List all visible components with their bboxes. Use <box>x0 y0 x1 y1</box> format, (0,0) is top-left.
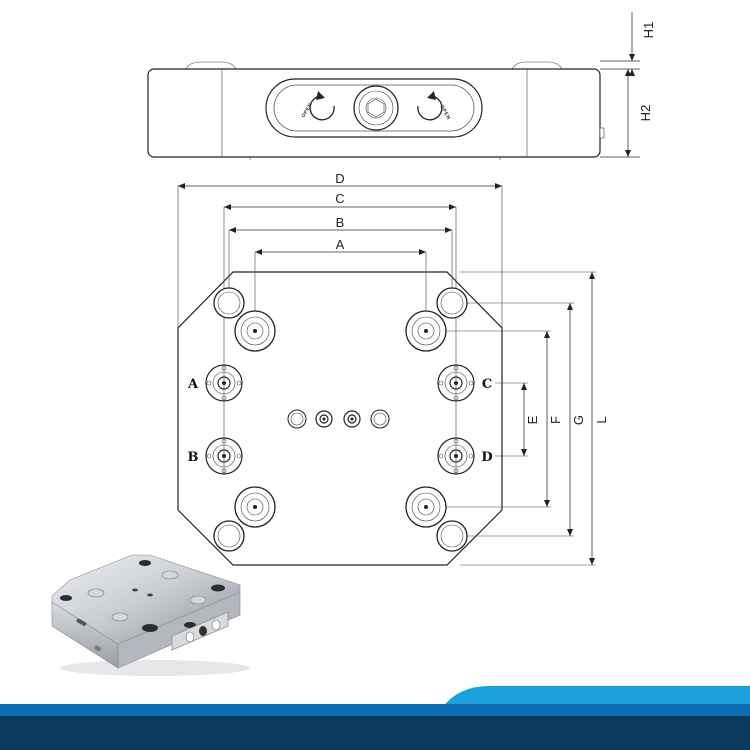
dim-b: B <box>336 215 345 230</box>
dim-g: G <box>571 415 586 425</box>
pin-label-a: A <box>187 377 199 392</box>
dim-e: E <box>525 415 540 424</box>
dim-l: L <box>594 416 609 423</box>
pin-label-c: C <box>482 377 492 392</box>
dim-h1: H1 <box>641 22 656 39</box>
center-holes <box>287 409 390 429</box>
hex-socket-icon <box>367 98 385 118</box>
air-ports <box>205 364 475 475</box>
footer-banner <box>0 686 750 750</box>
side-bump-left <box>185 61 237 70</box>
side-bump-right <box>511 61 563 70</box>
dim-d: D <box>335 171 344 186</box>
pin-receivers <box>234 310 447 528</box>
corner-holes <box>213 287 468 552</box>
dim-a: A <box>336 237 345 252</box>
pin-label-b: B <box>188 450 199 465</box>
dim-c: C <box>335 191 344 206</box>
top-view: D C B A L <box>177 171 609 566</box>
center-button <box>353 85 399 131</box>
dim-h2: H2 <box>638 105 653 122</box>
pin-label-d: D <box>481 450 492 465</box>
product-photo <box>51 554 250 676</box>
open-arrow-right-icon <box>417 91 443 121</box>
dim-f: F <box>548 416 563 424</box>
side-view: OPEN OPEN H1 H2 <box>147 12 656 160</box>
open-arrow-left-icon <box>309 91 335 121</box>
right-dimensions: L G F E <box>426 271 609 566</box>
